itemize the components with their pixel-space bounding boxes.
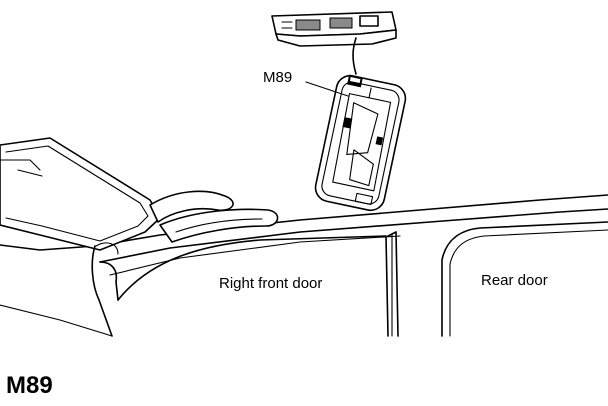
front-door-label: Right front door — [219, 275, 322, 292]
front-door-frame — [117, 231, 399, 337]
overhead-console — [271, 11, 397, 47]
grab-handle — [149, 190, 279, 243]
front-pillar — [0, 242, 119, 337]
sun-visor — [0, 137, 161, 251]
callout-leader — [305, 81, 349, 97]
rear-door-frame — [441, 221, 608, 337]
interior-lamp — [314, 74, 407, 212]
rear-door-label: Rear door — [481, 272, 548, 289]
wiring-harness — [352, 37, 357, 75]
connector-m89 — [347, 74, 363, 88]
figure-caption: M89 — [6, 372, 53, 399]
connector-callout-label: M89 — [263, 69, 292, 86]
